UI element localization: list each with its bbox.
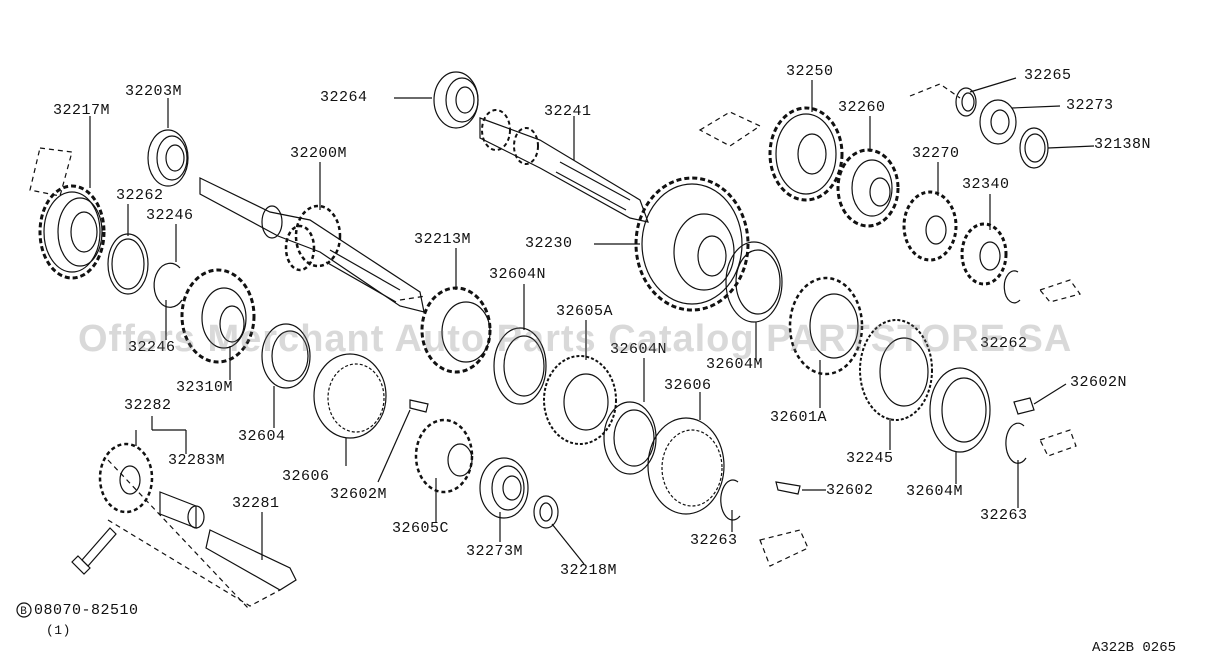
label-32281[interactable]: 32281 [232, 495, 280, 512]
shaft-32200M [199, 177, 425, 313]
sleeve-32606-right [647, 417, 725, 515]
circle-b-icon: B [16, 602, 32, 618]
sync-ring-32604 [261, 323, 311, 389]
snap-ring-32262-right [1003, 270, 1021, 304]
bushing-32283M [159, 491, 205, 529]
label-32246-a[interactable]: 32246 [146, 207, 194, 224]
bolt [71, 527, 117, 575]
leader-lines [89, 77, 1095, 565]
sync-ring-32604N [493, 327, 547, 405]
drawing-code: A322B 0265 [1092, 640, 1177, 656]
label-32604N-a[interactable]: 32604N [489, 266, 547, 283]
sync-ring-32604M [725, 241, 783, 323]
label-32270[interactable]: 32270 [912, 145, 960, 162]
label-32263-a[interactable]: 32263 [690, 532, 738, 549]
gear-32340 [960, 222, 1008, 286]
sync-ring-32604N-2 [603, 401, 657, 475]
label-32263-b[interactable]: 32263 [980, 507, 1028, 524]
label-32283M[interactable]: 32283M [168, 452, 226, 469]
bolt-symbol: B [16, 602, 32, 623]
key-32602 [775, 481, 801, 495]
label-32605C[interactable]: 32605C [392, 520, 450, 537]
bearing-32264 [433, 71, 479, 129]
label-32604N-b[interactable]: 32604N [610, 341, 668, 358]
label-32246-b[interactable]: 32246 [128, 339, 176, 356]
label-32200M[interactable]: 32200M [290, 145, 348, 162]
gear-32230 [634, 176, 750, 312]
snap-ring-32263-right [1005, 422, 1027, 464]
bearing-32273M [479, 457, 529, 519]
label-32606-b[interactable]: 32606 [282, 468, 330, 485]
label-32262-a[interactable]: 32262 [116, 187, 164, 204]
label-32604M-b[interactable]: 32604M [906, 483, 964, 500]
label-32217M[interactable]: 32217M [53, 102, 111, 119]
label-32273M[interactable]: 32273M [466, 543, 524, 560]
label-32606-a[interactable]: 32606 [664, 377, 712, 394]
label-32241[interactable]: 32241 [544, 103, 592, 120]
label-32250[interactable]: 32250 [786, 63, 834, 80]
label-32230[interactable]: 32230 [525, 235, 573, 252]
gear-32601A [788, 276, 864, 376]
label-32213M[interactable]: 32213M [414, 231, 472, 248]
gear-32260 [836, 148, 900, 228]
gear-32213M [420, 286, 492, 374]
label-32604[interactable]: 32604 [238, 428, 286, 445]
label-32203M[interactable]: 32203M [125, 83, 183, 100]
label-32264[interactable]: 32264 [320, 89, 368, 106]
label-32605A[interactable]: 32605A [556, 303, 614, 320]
gear-32310M [180, 268, 256, 364]
bolt-part-number[interactable]: 08070-82510 [34, 602, 139, 619]
label-32262-b[interactable]: 32262 [980, 335, 1028, 352]
washer-32218M [533, 495, 559, 529]
hub-32245 [859, 319, 933, 421]
idler-shaft-32281 [205, 529, 297, 591]
sleeve-32606-left [313, 353, 387, 439]
key-32602M [409, 399, 429, 413]
snap-ring-32246 [153, 262, 183, 308]
label-32601A[interactable]: 32601A [770, 409, 828, 426]
gear-32605C [414, 418, 474, 494]
gear-32217M [38, 184, 106, 280]
label-32245[interactable]: 32245 [846, 450, 894, 467]
label-32310M[interactable]: 32310M [176, 379, 234, 396]
sync-ring-32604M-2 [929, 367, 991, 453]
hub-32605A [543, 355, 617, 445]
gear-32282 [98, 442, 154, 514]
gear-32250 [768, 106, 844, 202]
shaft-32241 [479, 109, 649, 223]
svg-text:B: B [20, 606, 27, 618]
label-32602M[interactable]: 32602M [330, 486, 388, 503]
label-32265[interactable]: 32265 [1024, 67, 1072, 84]
bolt-quantity: (1) [46, 623, 71, 638]
label-32218M[interactable]: 32218M [560, 562, 618, 579]
key-32602N [1013, 397, 1035, 415]
label-32340[interactable]: 32340 [962, 176, 1010, 193]
label-32260[interactable]: 32260 [838, 99, 886, 116]
alignment-lines [29, 83, 1081, 609]
snap-ring-32262 [107, 233, 149, 295]
label-32602[interactable]: 32602 [826, 482, 874, 499]
ring-32138N [1019, 127, 1049, 169]
gear-32270 [902, 190, 958, 262]
bearing-32203M [147, 129, 189, 187]
snap-ring-32263 [720, 479, 741, 521]
label-32138N[interactable]: 32138N [1094, 136, 1152, 153]
label-32602N[interactable]: 32602N [1070, 374, 1128, 391]
label-32604M-a[interactable]: 32604M [706, 356, 764, 373]
bearing-32273 [979, 99, 1017, 145]
washer-32265 [955, 87, 977, 117]
label-32273[interactable]: 32273 [1066, 97, 1114, 114]
label-32282[interactable]: 32282 [124, 397, 172, 414]
